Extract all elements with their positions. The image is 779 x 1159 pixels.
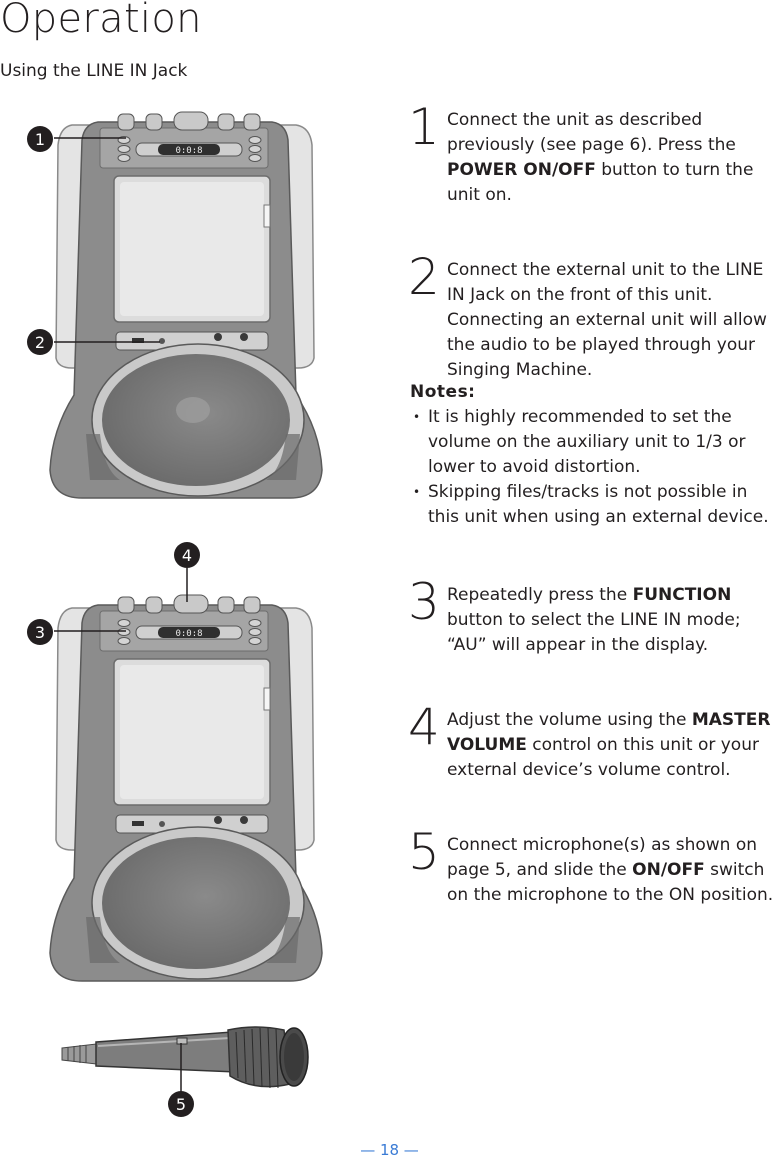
callout-3: 3 <box>35 623 45 642</box>
step-number: 2 <box>408 248 440 306</box>
step-text: Connect the external unit to the LINE IN… <box>447 260 767 380</box>
note-item: It is highly recommended to set the volu… <box>410 405 779 480</box>
karaoke-unit-bottom: 0:0:8 <box>49 594 323 982</box>
step-number: 4 <box>408 698 440 756</box>
step-text: Repeatedly press the FUNCTION button to … <box>447 585 741 655</box>
callout-1: 1 <box>35 130 45 149</box>
note-item: Skipping files/tracks is not possible in… <box>410 480 779 530</box>
page-number: — 18 — <box>360 1141 419 1159</box>
step-text: Connect the unit as described previously… <box>447 110 754 205</box>
microphone-illustration <box>61 1026 309 1089</box>
callout-4: 4 <box>182 546 192 565</box>
step-number: 1 <box>408 98 440 156</box>
notes-heading: Notes: <box>410 382 476 402</box>
section-subtitle: Using the LINE IN Jack <box>0 61 188 81</box>
step-number: 5 <box>408 823 440 881</box>
notes-section: Notes: It is highly recommended to set t… <box>410 380 779 530</box>
display-readout: 0:0:8 <box>175 146 202 156</box>
callout-2: 2 <box>35 333 45 352</box>
callout-5: 5 <box>176 1095 186 1114</box>
step-text: Adjust the volume using the MASTER VOLUM… <box>447 710 771 780</box>
karaoke-unit-top: 0:0:8 <box>49 111 323 499</box>
page-title: Operation <box>0 0 202 42</box>
display-readout: 0:0:8 <box>175 629 202 639</box>
step-text: Connect microphone(s) as shown on page 5… <box>447 835 774 905</box>
product-illustration: 0:0:8 1 2 <box>27 111 323 1117</box>
step-number: 3 <box>408 573 440 631</box>
